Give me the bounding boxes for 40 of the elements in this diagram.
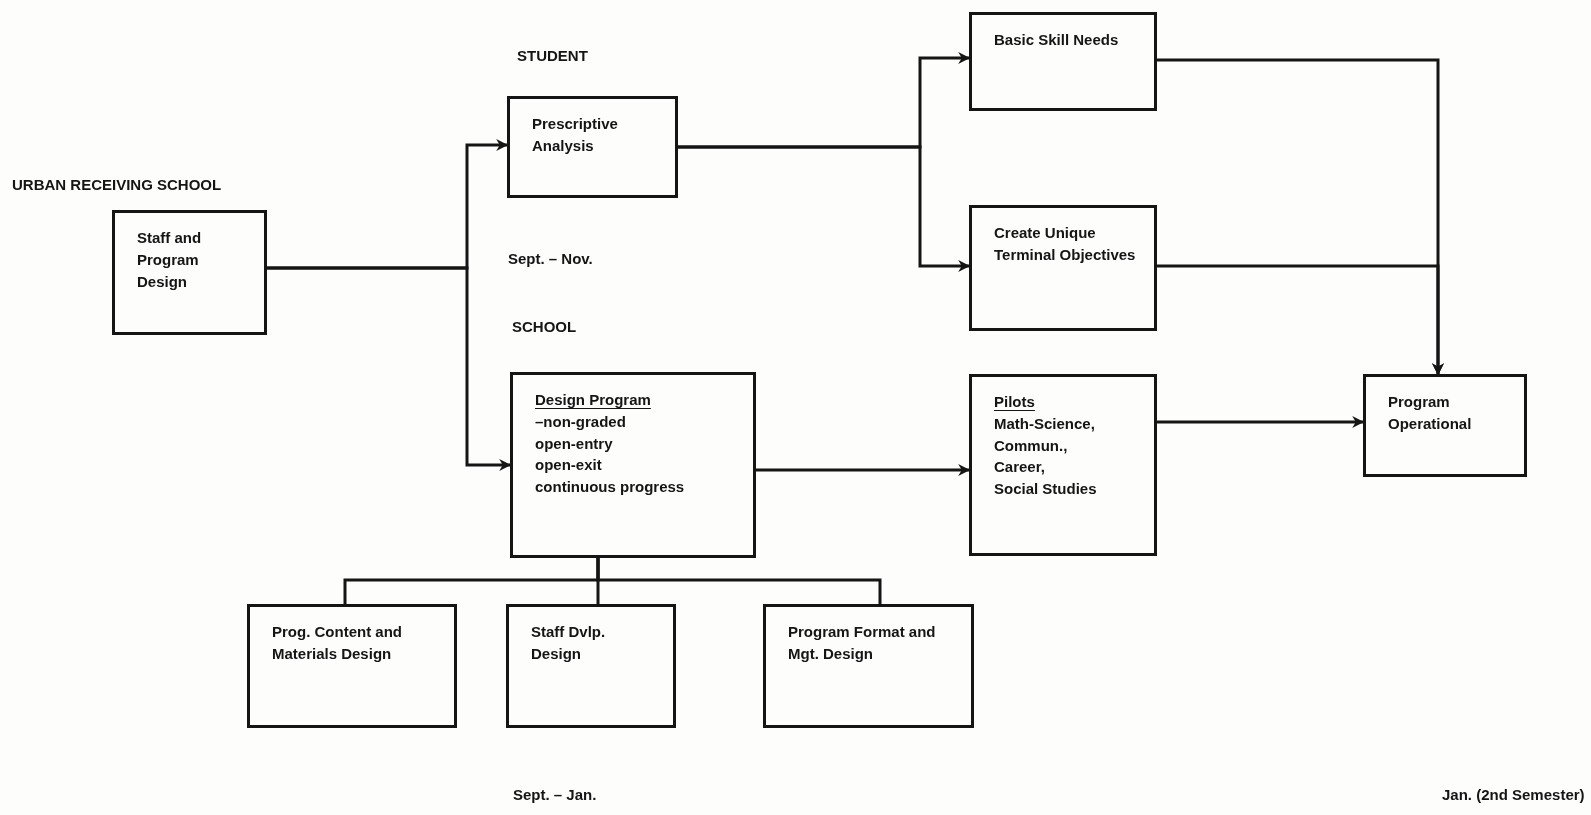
process-box bbox=[507, 96, 678, 198]
box-text: Create Unique Terminal Objectives bbox=[994, 223, 1137, 265]
time-period-label: Sept. – Jan. bbox=[513, 786, 597, 803]
box-text: Staff Dvlp. Design bbox=[531, 622, 607, 664]
box-text: Prog. Content and Materials Design bbox=[272, 622, 403, 664]
box-text: Program Format and Mgt. Design bbox=[788, 622, 937, 664]
box-text: Commun., bbox=[994, 435, 1069, 456]
box-text: Career, bbox=[994, 457, 1046, 478]
process-box bbox=[112, 210, 267, 335]
process-box bbox=[1363, 374, 1527, 477]
arrow bbox=[267, 266, 512, 471]
lane-heading: STUDENT bbox=[517, 47, 588, 64]
box-heading: Pilots bbox=[994, 392, 1036, 412]
process-box bbox=[969, 374, 1157, 556]
box-text: open-exit bbox=[535, 455, 603, 476]
connector-line bbox=[596, 558, 882, 604]
arrow bbox=[1157, 416, 1365, 428]
arrow bbox=[1157, 264, 1444, 376]
process-box bbox=[510, 372, 756, 558]
process-box bbox=[969, 205, 1157, 331]
box-text: –non-graded bbox=[535, 411, 627, 432]
time-period-label: Sept. – Nov. bbox=[508, 250, 593, 267]
box-text: Staff and Program Design bbox=[137, 228, 203, 292]
box-text: Program Operational bbox=[1388, 392, 1473, 434]
group-heading: URBAN RECEIVING SCHOOL bbox=[12, 176, 222, 193]
box-text: Social Studies bbox=[994, 479, 1098, 499]
process-box bbox=[763, 604, 974, 728]
arrow bbox=[678, 145, 971, 272]
box-text: Basic Skill Needs bbox=[994, 30, 1120, 50]
time-period-label: Jan. (2nd Semester) bbox=[1442, 786, 1585, 803]
process-box bbox=[247, 604, 457, 728]
box-text: Prescriptive Analysis bbox=[532, 114, 619, 156]
arrow bbox=[756, 464, 971, 476]
box-text: Math-Science, bbox=[994, 413, 1096, 434]
box-text: continuous progress bbox=[535, 477, 686, 497]
process-box bbox=[969, 12, 1157, 111]
lane-heading: SCHOOL bbox=[512, 318, 577, 335]
box-text: open-entry bbox=[535, 433, 614, 454]
process-box bbox=[506, 604, 676, 728]
box-heading: Design Program bbox=[535, 390, 652, 410]
